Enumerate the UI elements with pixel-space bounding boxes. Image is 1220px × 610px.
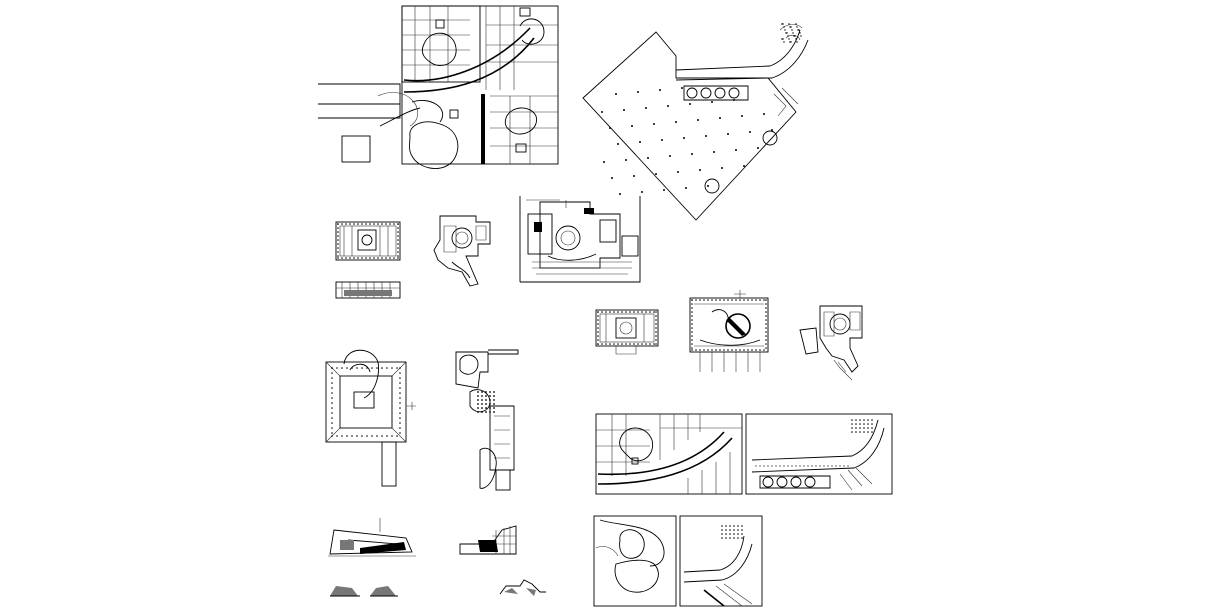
detail-frame-4 <box>679 515 763 607</box>
small-plan-b <box>433 215 491 287</box>
small-plan-c <box>595 309 659 355</box>
detail-frame-1 <box>595 413 743 495</box>
detail-frame-2 <box>745 413 893 495</box>
small-plan-e <box>799 305 863 381</box>
rotated-plan-large <box>582 23 809 221</box>
dense-plan-d <box>689 290 769 372</box>
site-plan-large <box>318 5 559 169</box>
elevation-strip <box>330 579 546 597</box>
square-plan <box>325 349 416 487</box>
section-a <box>328 518 416 557</box>
vegetation-dots <box>781 23 802 43</box>
column-grid-dots <box>601 87 773 195</box>
small-plan-a <box>335 221 401 299</box>
detail-frame-3 <box>593 515 677 607</box>
section-b <box>459 525 517 555</box>
vertical-plan <box>455 349 519 491</box>
complex-plan <box>519 196 641 283</box>
